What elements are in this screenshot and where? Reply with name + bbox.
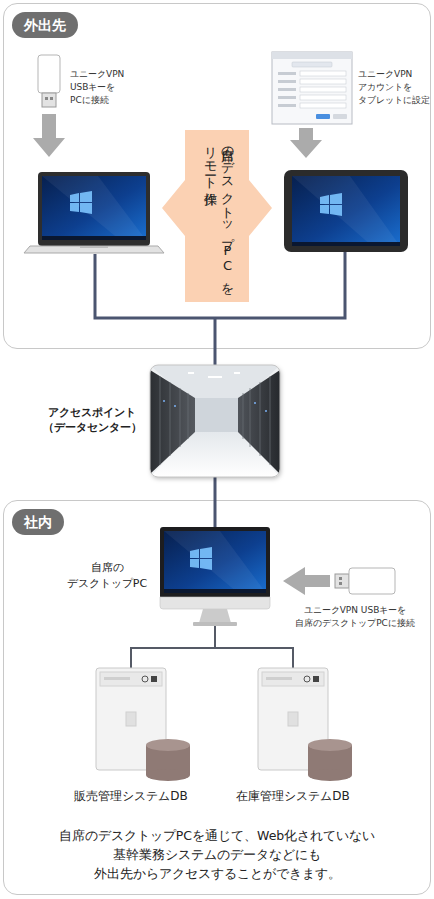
data-center-photo <box>180 388 181 447</box>
node-label: 販売管理システムDB <box>61 788 201 804</box>
data-center-photo <box>160 376 270 465</box>
data-center-photo <box>188 393 189 439</box>
data-center-photo <box>163 400 165 402</box>
callout-text: ユニークVPN アカウントを タブレットに設定 <box>358 68 432 107</box>
data-center-photo <box>150 365 280 477</box>
data-center-photo <box>188 372 194 374</box>
data-center-photo <box>150 365 280 477</box>
remote-text: 自席のデスクトップPCをリモート操作 <box>200 138 236 296</box>
desktop-pc-node: 自席の デスクトップPC <box>160 527 270 626</box>
data-center-photo <box>150 370 195 474</box>
node-label: 自席の デスクトップPC <box>62 560 152 592</box>
panel-badge: 社内 <box>12 509 64 535</box>
data-center-photo <box>270 376 271 465</box>
data-center-photo <box>238 370 280 474</box>
data-center-photo <box>265 410 267 412</box>
data-center-photo <box>254 402 256 404</box>
node-label: アクセスポイント （データセンター） <box>42 405 142 435</box>
data-center-photo <box>208 376 222 378</box>
data-center-photo <box>150 432 280 477</box>
data-center-photo <box>160 376 161 465</box>
data-center-photo <box>195 398 238 432</box>
data-center-photo <box>163 400 267 412</box>
data-center-node: アクセスポイント （データセンター） <box>150 365 280 477</box>
data-center-photo <box>243 393 244 439</box>
remote-arrow-box: 自席のデスクトップPCをリモート操作 <box>162 130 272 302</box>
data-center-photo <box>150 365 280 477</box>
location-panel: 外出先自席のデスクトップPCをリモート操作 <box>3 3 431 349</box>
arrow-shape <box>162 130 272 302</box>
data-center-photo <box>250 388 251 447</box>
data-center-photo <box>150 365 280 477</box>
database-server-node: 在庫管理システムDB <box>258 668 328 770</box>
database-server-node: 販売管理システムDB <box>96 668 166 770</box>
callout-text: ユニークVPN USBキーを PCに接続 <box>70 68 142 107</box>
node-label: 在庫管理システムDB <box>223 788 363 804</box>
connector-line <box>214 349 217 365</box>
data-center-photo <box>174 405 176 407</box>
data-center-photo <box>170 382 171 456</box>
data-center-photo <box>260 382 261 456</box>
callout-text: ユニークVPN USBキーを 自席のデスクトップPCに接続 <box>280 604 430 630</box>
caption-text: 自席のデスクトップPCを通じて、Web化されていない 基幹業務システムのデータな… <box>10 826 424 883</box>
data-center-photo <box>234 372 240 374</box>
data-center-photo <box>150 365 280 398</box>
panel-badge: 外出先 <box>12 12 78 38</box>
